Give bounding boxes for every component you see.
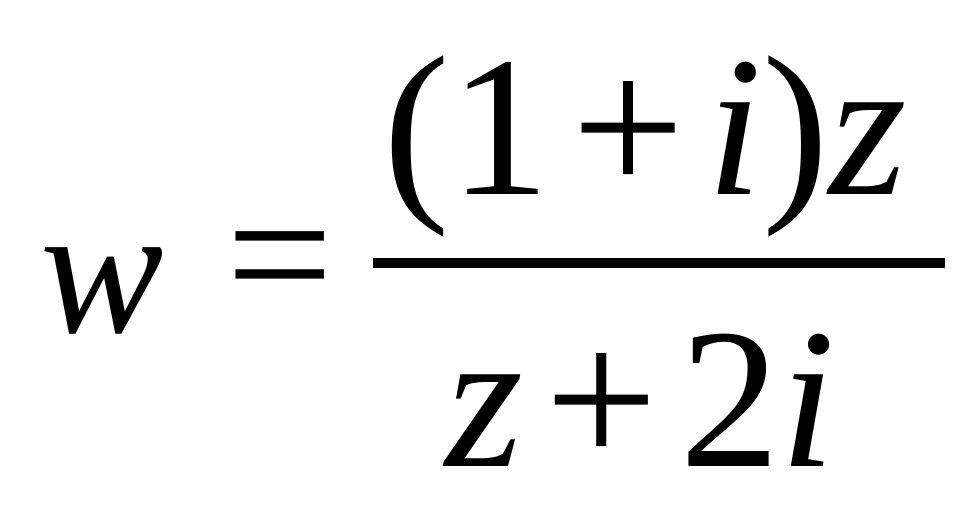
- denominator-z: z: [445, 289, 523, 510]
- numerator-imaginary-i: i: [706, 17, 762, 238]
- fraction-bar: [373, 258, 945, 268]
- denominator-plus: +: [544, 289, 658, 510]
- equals-sign: =: [226, 150, 334, 360]
- denominator-imaginary-i: i: [779, 289, 836, 510]
- numerator: (1+i)z: [383, 28, 943, 243]
- close-paren: ): [761, 17, 829, 238]
- denominator-two: 2: [679, 289, 780, 510]
- numerator-plus: +: [571, 17, 685, 238]
- denominator: z+2i: [445, 300, 905, 500]
- lhs-variable-w: w: [40, 168, 164, 373]
- numerator-one: 1: [449, 17, 550, 238]
- open-paren: (: [383, 17, 450, 238]
- numerator-z: z: [828, 17, 907, 238]
